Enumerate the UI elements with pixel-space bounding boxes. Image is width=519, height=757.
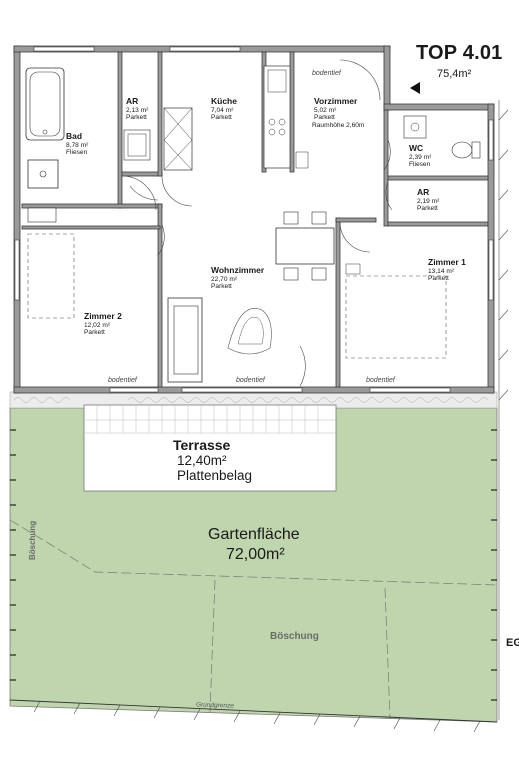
room-zimmer1-area: 13,14 m² bbox=[428, 267, 455, 275]
room-kueche: Küche 7,04 m² Parkett bbox=[211, 96, 237, 122]
shower-tray bbox=[27, 207, 57, 223]
unit-code: TOP 4.01 bbox=[416, 42, 503, 64]
kitchen-sink bbox=[267, 69, 287, 93]
room-bad-name: Bad bbox=[66, 131, 83, 141]
rug-inner bbox=[237, 316, 264, 345]
dining-chairs bbox=[283, 211, 327, 281]
slope-lines bbox=[9, 519, 498, 719]
note-zimmer2-bodentief: bodentief bbox=[108, 377, 137, 384]
terrace-grid bbox=[84, 405, 336, 434]
room-ar2-area: 2,19 m² bbox=[417, 197, 440, 205]
paving-pattern bbox=[13, 397, 489, 403]
toilet-tank bbox=[471, 141, 481, 159]
toilet bbox=[451, 141, 473, 159]
note-zimmer1-bodentief: bodentief bbox=[366, 377, 395, 384]
room-vorzimmer: Vorzimmer 5,02 m² Parkett Raumhöhe 2,60m bbox=[312, 96, 365, 130]
garden-area-label: 72,00m² bbox=[226, 546, 285, 563]
room-ar1: AR 2,13 m² Parkett bbox=[126, 96, 149, 122]
rug bbox=[227, 308, 272, 355]
boundary-hatch bbox=[33, 700, 481, 733]
room-kueche-area: 7,04 m² bbox=[211, 106, 234, 114]
room-wc-name: WC bbox=[409, 143, 424, 153]
room-zimmer2-name: Zimmer 2 bbox=[84, 311, 122, 321]
room-ar1-area: 2,13 m² bbox=[126, 106, 149, 114]
boundary-line bbox=[9, 699, 498, 723]
room-ar1-floor: Parkett bbox=[126, 114, 147, 122]
room-ar2-floor: Parkett bbox=[417, 205, 438, 213]
room-wohnzimmer: Wohnzimmer 22,70 m² Parkett bbox=[211, 265, 265, 291]
room-wohnzimmer-floor: Parkett bbox=[211, 283, 232, 291]
wc-sink bbox=[403, 115, 427, 139]
room-zimmer1-name: Zimmer 1 bbox=[428, 257, 466, 267]
slope-ticks bbox=[10, 429, 497, 701]
room-vorzimmer-floor: Parkett bbox=[314, 114, 335, 122]
fridge bbox=[295, 151, 309, 169]
entry-arrow bbox=[410, 82, 420, 94]
note-entry-bodentief: bodentief bbox=[312, 70, 341, 77]
slope-left-label: Böschung bbox=[28, 520, 37, 560]
kitchen-counter-hatch bbox=[163, 107, 193, 171]
terrace-area bbox=[83, 404, 337, 492]
slope-bottom-label: Böschung bbox=[270, 631, 319, 642]
note-wohnzimmer-bodentief: bodentief bbox=[236, 377, 265, 384]
room-ar2: AR 2,19 m² Parkett bbox=[417, 187, 440, 213]
room-wohnzimmer-area: 22,70 m² bbox=[211, 275, 238, 283]
dining-table bbox=[275, 227, 335, 265]
bathtub-inner bbox=[29, 71, 61, 137]
stove-burners bbox=[268, 118, 286, 136]
room-ar2-name: AR bbox=[417, 187, 430, 197]
garden-name: Gartenfläche bbox=[208, 526, 300, 543]
room-vorzimmer-name: Vorzimmer bbox=[314, 96, 358, 106]
wc-sink-bowl bbox=[410, 122, 420, 132]
room-vorzimmer-area: 5,02 m² bbox=[314, 106, 337, 114]
windows bbox=[14, 46, 494, 393]
edge-text: EG bbox=[506, 637, 519, 649]
room-zimmer2-floor: Parkett bbox=[84, 329, 105, 337]
room-wohnzimmer-name: Wohnzimmer bbox=[211, 265, 265, 275]
room-zimmer1-floor: Parkett bbox=[428, 275, 449, 283]
unit-area: 75,4m² bbox=[437, 68, 472, 80]
terrace-name: Terrasse bbox=[173, 437, 231, 453]
room-wc: WC 2,39 m² Fliesen bbox=[409, 143, 432, 169]
room-kueche-name: Küche bbox=[211, 96, 237, 106]
room-wc-floor: Fliesen bbox=[409, 161, 431, 169]
room-zimmer2: Zimmer 2 12,02 m² Parkett bbox=[84, 311, 122, 337]
kitchen-counter-left bbox=[163, 107, 193, 171]
right-hatch bbox=[498, 100, 509, 720]
room-ar1-name: AR bbox=[126, 96, 139, 106]
room-bad: Bad 8,78 m² Fliesen bbox=[66, 131, 89, 157]
terrace-area-label: 12,40m² bbox=[177, 453, 227, 468]
wardrobe-zimmer1 bbox=[345, 263, 361, 275]
sofa-seat bbox=[173, 305, 199, 375]
boundary-label: Grundgrenze bbox=[195, 701, 235, 710]
terrace-material: Plattenbelag bbox=[177, 468, 253, 483]
bed-zimmer2 bbox=[27, 233, 75, 319]
room-bad-area: 8,78 m² bbox=[66, 141, 89, 149]
room-kueche-floor: Parkett bbox=[211, 114, 232, 122]
ar1-boiler-inner bbox=[127, 133, 147, 157]
sink-bad bbox=[27, 159, 59, 189]
room-vorzimmer-note: Raumhöhe 2,60m bbox=[312, 121, 365, 129]
bathtub-drain bbox=[42, 129, 48, 135]
room-zimmer2-area: 12,02 m² bbox=[84, 321, 111, 329]
sink-bad-bowl bbox=[39, 170, 47, 178]
walls bbox=[13, 45, 495, 394]
bed-zimmer1 bbox=[345, 275, 447, 359]
ar1-boiler bbox=[123, 129, 151, 161]
room-bad-floor: Fliesen bbox=[66, 149, 88, 157]
room-zimmer1: Zimmer 1 13,14 m² Parkett bbox=[428, 257, 466, 283]
room-wc-area: 2,39 m² bbox=[409, 153, 432, 161]
